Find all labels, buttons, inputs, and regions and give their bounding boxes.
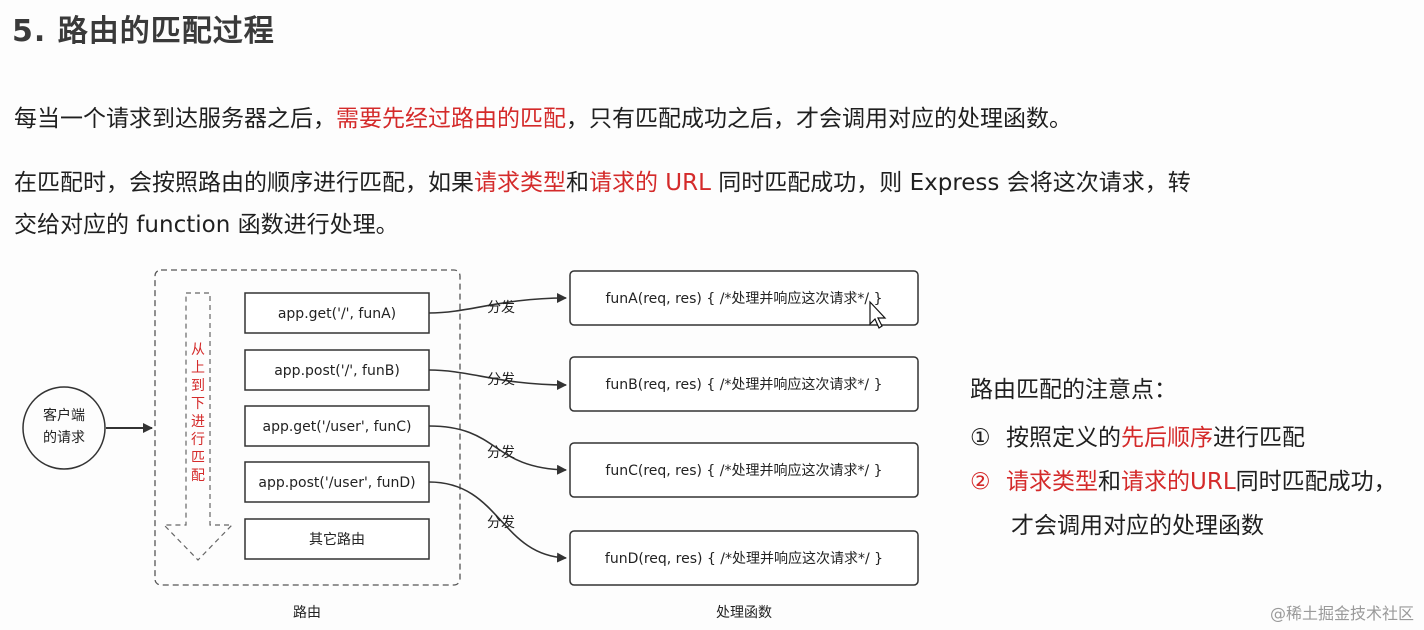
matching-highlight-method: 请求类型 <box>474 170 566 196</box>
notes-item-2-highlight-method: 请求类型 <box>1006 469 1098 495</box>
handler-label-funA: funA(req, res) { /*处理并响应这次请求*/ } <box>606 290 883 307</box>
notes-item-2-line2: 才会调用对应的处理函数 <box>1011 513 1264 539</box>
intro-highlight: 需要先经过路由的匹配 <box>336 106 566 132</box>
order-char: 匹 <box>191 450 205 466</box>
dispatch-arrow-c <box>428 425 567 475</box>
matching-paragraph-line2: 交给对应的 function 函数进行处理。 <box>14 212 399 238</box>
handler-box-funB <box>569 356 919 412</box>
notes-item-1-text-2: 进行匹配 <box>1213 425 1305 451</box>
matching-text-2: 同时匹配成功，则 Express 会将这次请求，转 <box>710 170 1191 196</box>
intro-paragraph: 每当一个请求到达服务器之后，需要先经过路由的匹配，只有匹配成功之后，才会调用对应… <box>14 98 1072 140</box>
order-char: 从 <box>191 342 205 358</box>
client-label-line2: 的请求 <box>43 430 85 446</box>
order-char: 行 <box>191 432 205 448</box>
routes-caption: 路由 <box>293 605 321 621</box>
handler-label-funB: funB(req, res) { /*处理并响应这次请求*/ } <box>605 376 882 393</box>
notes-item-2-number: ② <box>970 469 991 495</box>
notes-item-1-text-1: 按照定义的 <box>1006 425 1121 451</box>
notes-item-2-and: 和 <box>1098 469 1121 495</box>
dispatch-label-b: 分发 <box>487 372 515 388</box>
route-label-post-user: app.post('/user', funD) <box>258 475 415 491</box>
matching-text-1: 在匹配时，会按照路由的顺序进行匹配，如果 <box>14 170 474 196</box>
dispatch-label-d: 分发 <box>487 515 515 531</box>
notes-item-1-highlight: 先后顺序 <box>1121 425 1213 451</box>
dispatch-label-a: 分发 <box>487 300 515 316</box>
notes-item-1: ① 按照定义的先后顺序进行匹配 <box>970 418 1305 452</box>
route-label-other: 其它路由 <box>309 531 365 548</box>
order-char: 到 <box>191 378 205 394</box>
intro-text-1: 每当一个请求到达服务器之后， <box>14 106 336 132</box>
route-box-other <box>244 518 430 560</box>
route-label-get-root: app.get('/', funA) <box>278 306 396 322</box>
watermark: @稀土掘金技术社区 <box>1269 604 1414 623</box>
route-label-get-user: app.get('/user', funC) <box>262 419 411 435</box>
handler-label-funC: funC(req, res) { /*处理并响应这次请求*/ } <box>605 462 882 479</box>
client-request-node: 客户端 的请求 <box>22 386 106 470</box>
notes-item-2-text: 同时匹配成功， <box>1235 469 1397 495</box>
dispatch-label-c: 分发 <box>487 445 515 461</box>
handler-box-funA <box>569 270 919 326</box>
router-container <box>154 269 461 586</box>
dispatch-arrow-d <box>428 481 567 563</box>
matching-paragraph: 在匹配时，会按照路由的顺序进行匹配，如果请求类型和请求的 URL 同时匹配成功，… <box>14 162 1191 204</box>
route-box-post-root <box>244 349 430 391</box>
order-char: 上 <box>191 360 205 376</box>
mouse-cursor-icon <box>869 300 887 329</box>
client-label-line1: 客户端 <box>43 407 85 424</box>
route-box-get-root <box>244 292 430 334</box>
order-label: 从 上 到 下 进 行 匹 配 <box>191 342 205 484</box>
dispatch-arrow-a <box>428 293 567 314</box>
handler-box-funC <box>569 442 919 498</box>
handler-label-funD: funD(req, res) { /*处理并响应这次请求*/ } <box>605 550 883 567</box>
notes-item-2-highlight-url: 请求的URL <box>1121 469 1236 495</box>
notes-item-2: ② 请求类型和请求的URL同时匹配成功， <box>970 462 1397 496</box>
matching-and: 和 <box>566 170 589 196</box>
order-char: 进 <box>191 414 205 430</box>
handler-box-funD <box>569 530 919 586</box>
notes-title: 路由匹配的注意点： <box>970 377 1177 403</box>
route-box-post-user <box>244 461 430 503</box>
dispatch-arrow-b <box>428 369 567 390</box>
notes-item-1-number: ① <box>970 425 991 451</box>
handlers-caption: 处理函数 <box>716 605 772 621</box>
matching-highlight-url: 请求的 URL <box>589 170 711 196</box>
order-char: 下 <box>191 396 205 412</box>
route-label-post-root: app.post('/', funB) <box>274 363 400 379</box>
intro-text-2: ，只有匹配成功之后，才会调用对应的处理函数。 <box>566 106 1072 132</box>
route-box-get-user <box>244 405 430 447</box>
order-char: 配 <box>191 468 205 484</box>
section-title: 5. 路由的匹配过程 <box>12 14 275 49</box>
